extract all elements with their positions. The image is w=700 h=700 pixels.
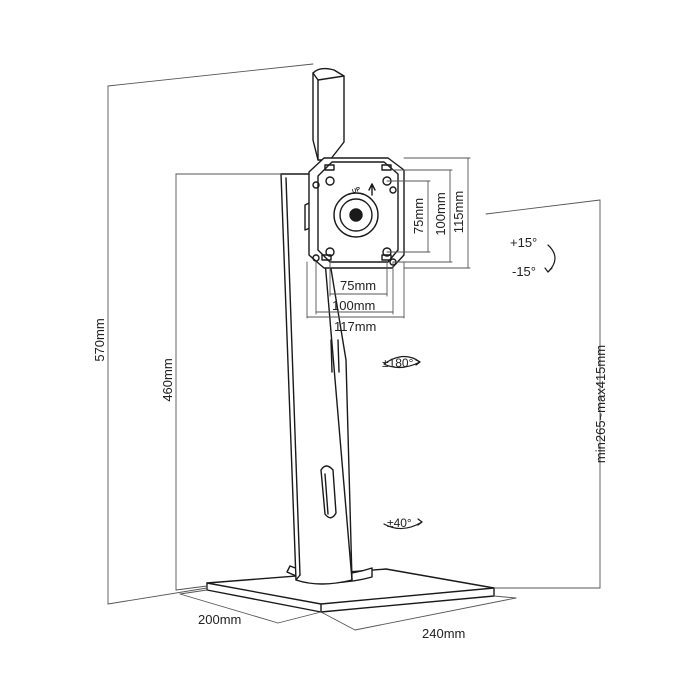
label-tilt-up: +15° <box>510 235 537 250</box>
label-vesa-h-100: 100mm <box>332 298 375 313</box>
label-vesa-v-115: 115mm <box>451 191 466 233</box>
label-column-height: 460mm <box>160 358 175 401</box>
vesa-hole <box>389 186 397 194</box>
vesa-plate <box>308 157 405 269</box>
label-vesa-v-75: 75mm <box>411 198 426 234</box>
label-vesa-h-75: 75mm <box>340 278 376 293</box>
dim-height-range <box>485 199 601 589</box>
dim-vesa-vertical <box>386 157 471 269</box>
dim-total-height <box>107 63 314 605</box>
label-total-height: 570mm <box>92 318 107 361</box>
vesa-hole <box>325 176 335 186</box>
dim-column-height <box>175 173 282 591</box>
column <box>280 173 353 585</box>
dim-base <box>179 589 517 631</box>
label-base-width: 240mm <box>422 626 465 641</box>
vesa-hole <box>312 254 320 262</box>
label-rotation: ±180° <box>382 356 414 370</box>
label-vesa-v-100: 100mm <box>433 192 448 235</box>
label-base-depth: 200mm <box>198 612 241 627</box>
label-up-marking: UP <box>352 187 362 195</box>
label-height-range: min265~max415mm <box>593 345 608 463</box>
cable-slot <box>320 465 337 519</box>
vesa-hole <box>312 181 320 189</box>
vesa-hole <box>325 247 335 257</box>
label-tilt-down: -15° <box>512 264 536 279</box>
label-vesa-h-117: 117mm <box>334 319 376 334</box>
dim-vesa-horizontal <box>306 261 405 319</box>
label-swivel: ±40° <box>387 516 412 530</box>
